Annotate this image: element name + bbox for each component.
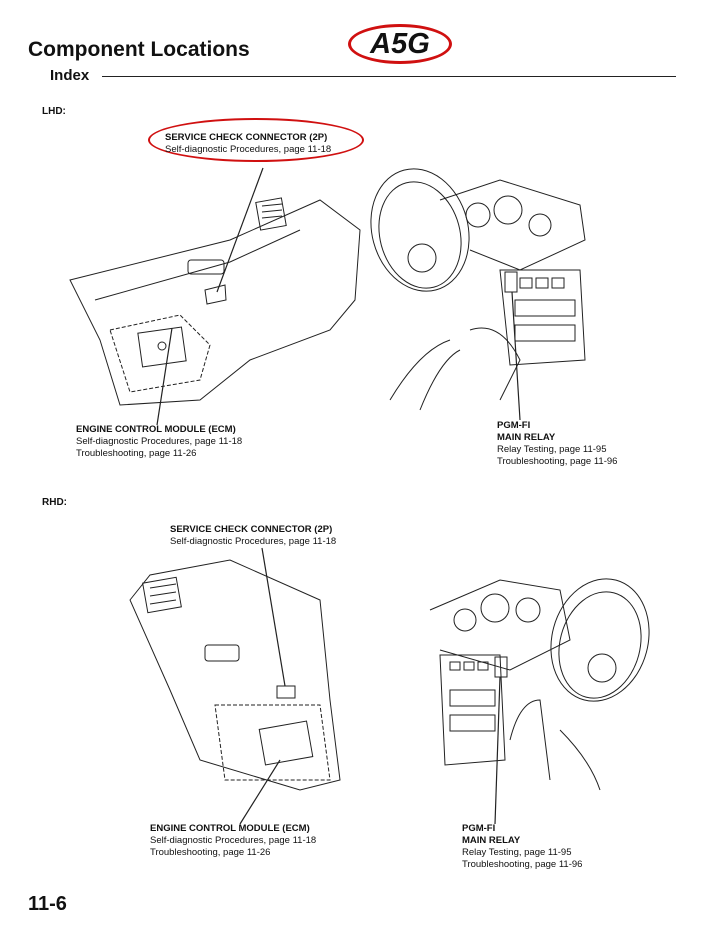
section-lhd: LHD: [42, 106, 66, 117]
rhd-relay-label: PGM-FI MAIN RELAY Relay Testing, page 11… [462, 823, 583, 870]
rhd-glovebox-illustration [129, 547, 341, 825]
page-subtitle: Index [50, 67, 90, 84]
lhd-glovebox-illustration [69, 167, 361, 426]
page-number: 11-6 [28, 893, 67, 915]
rhd-dashboard-illustration [429, 578, 650, 825]
highlight-ring [148, 118, 364, 162]
header-rule [102, 76, 676, 77]
rhd-scc-label: SERVICE CHECK CONNECTOR (2P) Self-diagno… [170, 524, 337, 547]
model-badge: A5G [348, 24, 452, 64]
page-title: Component Locations [28, 38, 250, 61]
section-rhd: RHD: [42, 497, 67, 508]
rhd-ecm-label: ENGINE CONTROL MODULE (ECM) Self-diagnos… [150, 823, 317, 858]
lhd-scc-label: SERVICE CHECK CONNECTOR (2P) Self-diagno… [165, 132, 332, 155]
lhd-relay-label: PGM-FI MAIN RELAY Relay Testing, page 11… [497, 420, 618, 467]
lhd-ecm-label: ENGINE CONTROL MODULE (ECM) Self-diagnos… [76, 424, 243, 459]
lhd-dashboard-illustration [370, 168, 586, 421]
